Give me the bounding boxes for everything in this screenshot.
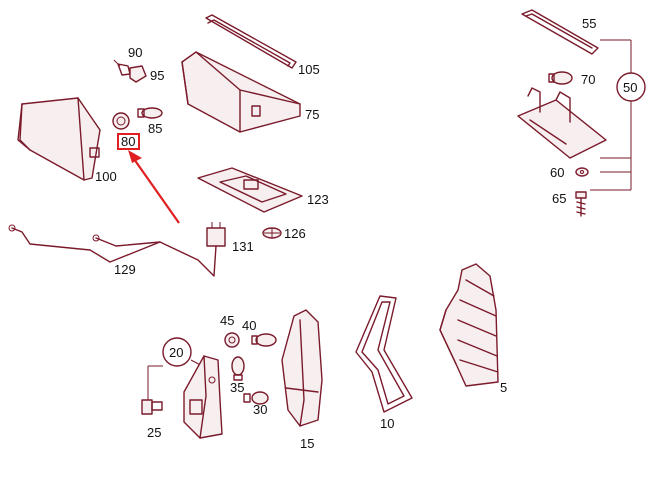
part-10-gasket[interactable]: [355, 295, 413, 413]
label-85: 85: [148, 121, 162, 136]
part-55-gasket[interactable]: [521, 9, 599, 55]
callout-bracket-50: [590, 39, 632, 191]
label-90: 90: [128, 45, 142, 60]
part-70-bulb[interactable]: [548, 71, 573, 85]
part-30-bulb[interactable]: [243, 391, 269, 405]
part-60-washer[interactable]: [575, 167, 589, 177]
label-20: 20: [169, 345, 183, 360]
label-75: 75: [305, 107, 319, 122]
label-50: 50: [623, 80, 637, 95]
part-50-lamp-unit[interactable]: [517, 87, 607, 159]
part-20-carrier[interactable]: [183, 355, 223, 439]
label-80: 80: [121, 134, 135, 149]
label-100: 100: [95, 169, 117, 184]
label-55: 55: [582, 16, 596, 31]
label-35: 35: [230, 380, 244, 395]
part-25-contact[interactable]: [141, 399, 163, 415]
part-126-grommet[interactable]: [262, 227, 282, 239]
part-65-screw[interactable]: [575, 191, 587, 217]
part-5-tail-lens[interactable]: [439, 263, 499, 387]
label-126: 126: [284, 226, 306, 241]
label-105: 105: [298, 62, 320, 77]
label-131: 131: [232, 239, 254, 254]
part-95-clip[interactable]: [129, 65, 147, 83]
part-105-gasket[interactable]: [205, 14, 297, 69]
label-45: 45: [220, 313, 234, 328]
label-40: 40: [242, 318, 256, 333]
label-25: 25: [147, 425, 161, 440]
label-123: 123: [307, 192, 329, 207]
label-10: 10: [380, 416, 394, 431]
label-30: 30: [253, 402, 267, 417]
part-90-socket[interactable]: [113, 59, 131, 76]
part-75-housing[interactable]: [181, 51, 301, 133]
label-70: 70: [581, 72, 595, 87]
part-129-harness[interactable]: [8, 224, 217, 277]
label-129: 129: [114, 262, 136, 277]
label-5: 5: [500, 380, 507, 395]
label-60: 60: [550, 165, 564, 180]
part-15-reflector[interactable]: [281, 309, 323, 427]
part-35-bulb[interactable]: [231, 356, 245, 381]
callout-circle-20: [162, 337, 192, 367]
label-65: 65: [552, 191, 566, 206]
highlight-arrow: [128, 150, 180, 224]
part-131-connector[interactable]: [206, 222, 226, 247]
part-45-nut[interactable]: [224, 332, 240, 348]
part-100-lens[interactable]: [17, 97, 101, 181]
part-80-bulb-holder[interactable]: [112, 112, 130, 130]
label-95: 95: [150, 68, 164, 83]
part-123-carrier[interactable]: [197, 167, 303, 213]
part-85-bulb[interactable]: [137, 107, 163, 119]
part-40-bulb[interactable]: [251, 333, 277, 347]
highlight-box-80: [117, 133, 140, 150]
label-15: 15: [300, 436, 314, 451]
